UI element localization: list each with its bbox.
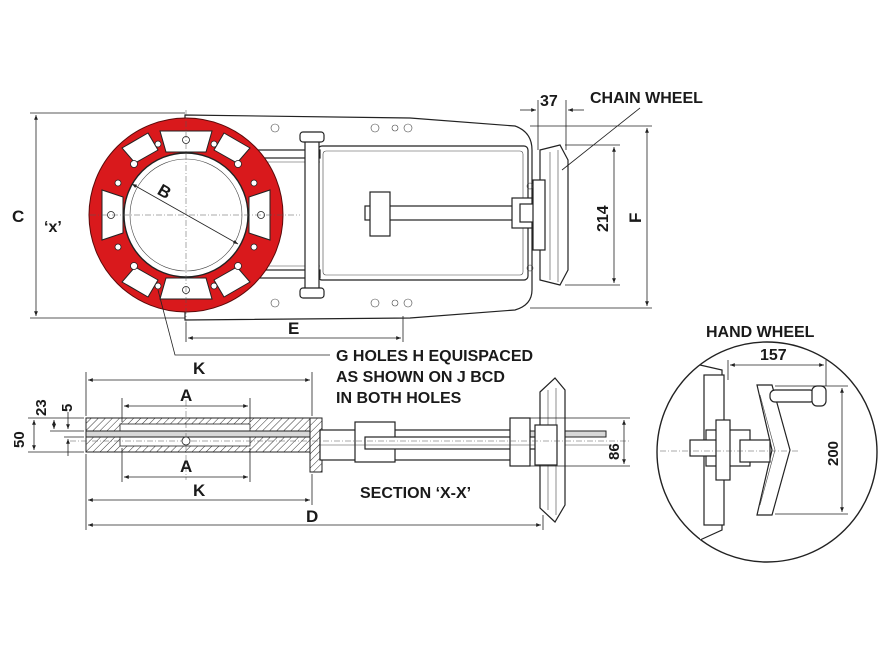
hand-wheel-dimensions	[727, 360, 848, 515]
hand-wheel-detail	[656, 341, 878, 563]
dim-200: 200	[825, 441, 842, 466]
dim-F: F	[626, 213, 645, 223]
hand-wheel-label: HAND WHEEL	[706, 324, 815, 341]
top-view	[88, 110, 569, 322]
section-dimensions	[28, 372, 630, 530]
dim-214: 214	[595, 205, 612, 232]
dim-23: 23	[33, 399, 50, 416]
dim-D: D	[306, 507, 318, 526]
dim-E: E	[288, 319, 299, 338]
section-view	[70, 377, 630, 523]
note-line-2: AS SHOWN ON J BCD	[336, 369, 505, 386]
dim-50: 50	[11, 431, 28, 448]
note-line-1: G HOLES H EQUISPACED	[336, 348, 533, 365]
section-label: SECTION ‘X-X’	[360, 485, 471, 502]
dim-K-bottom: K	[193, 481, 206, 500]
x-mark: ‘x’	[44, 219, 62, 236]
dim-37: 37	[540, 93, 558, 110]
dim-157: 157	[760, 347, 787, 364]
note-line-3: IN BOTH HOLES	[336, 390, 462, 407]
chain-wheel-label: CHAIN WHEEL	[590, 90, 703, 107]
dim-C: C	[12, 207, 24, 226]
dim-K-top: K	[193, 359, 206, 378]
dim-A-bottom: A	[180, 457, 192, 476]
dim-86: 86	[606, 443, 623, 460]
dim-5: 5	[59, 404, 76, 412]
dim-A-top: A	[180, 386, 192, 405]
top-dimensions	[30, 100, 652, 356]
